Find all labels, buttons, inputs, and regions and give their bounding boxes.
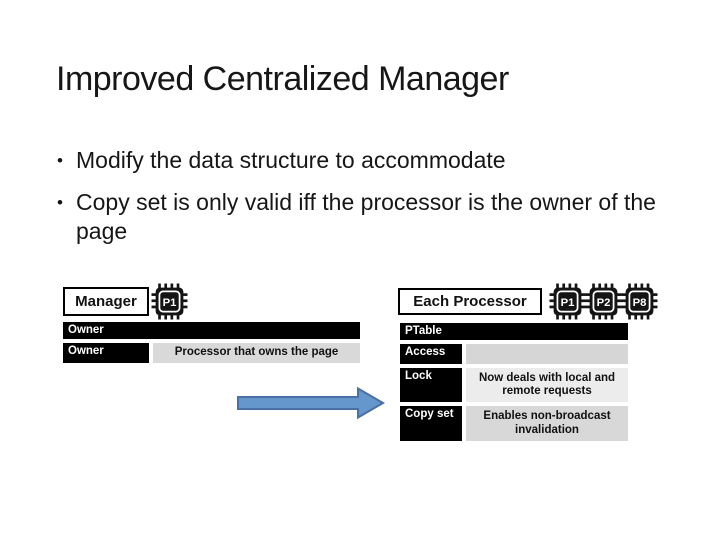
manager-header-box: Manager (63, 287, 149, 316)
bullet-text: Copy set is only valid iff the processor… (76, 189, 656, 244)
access-row-label: Access (400, 344, 462, 364)
cpu-chip-icon-p2: P2 (585, 283, 622, 320)
bullet-item: • Copy set is only valid iff the process… (57, 188, 705, 246)
bullet-list: • Modify the data structure to accommoda… (57, 146, 705, 259)
chip-label: P2 (597, 297, 611, 309)
bullet-dot-icon: • (57, 193, 63, 212)
bullet-dot-icon: • (57, 151, 63, 170)
cpu-chip-icon-p8: P8 (621, 283, 658, 320)
each-processor-header-box: Each Processor (398, 288, 542, 315)
copy-set-row-label: Copy set (400, 406, 462, 441)
manager-row-owner-value: Processor that owns the page (153, 343, 360, 363)
cpu-chip-icon-p1: P1 (549, 283, 586, 320)
bullet-item: • Modify the data structure to accommoda… (57, 146, 705, 175)
chip-label: P8 (633, 297, 647, 309)
manager-row-owner-header: Owner (63, 322, 360, 339)
bullet-text: Modify the data structure to accommodate (76, 147, 506, 173)
lock-row-label: Lock (400, 368, 462, 402)
manager-row-owner-label: Owner (63, 343, 149, 363)
access-row-value (466, 344, 628, 364)
chip-label: P1 (163, 297, 177, 309)
right-arrow-icon (237, 386, 385, 420)
slide-title: Improved Centralized Manager (56, 60, 509, 98)
ptable-row-header: PTable (400, 323, 628, 340)
chip-label: P1 (561, 297, 575, 309)
copy-set-row-value: Enables non-broadcast invalidation (466, 406, 628, 441)
cpu-chip-icon-manager-p1: P1 (151, 283, 188, 320)
lock-row-value: Now deals with local and remote requests (466, 368, 628, 402)
